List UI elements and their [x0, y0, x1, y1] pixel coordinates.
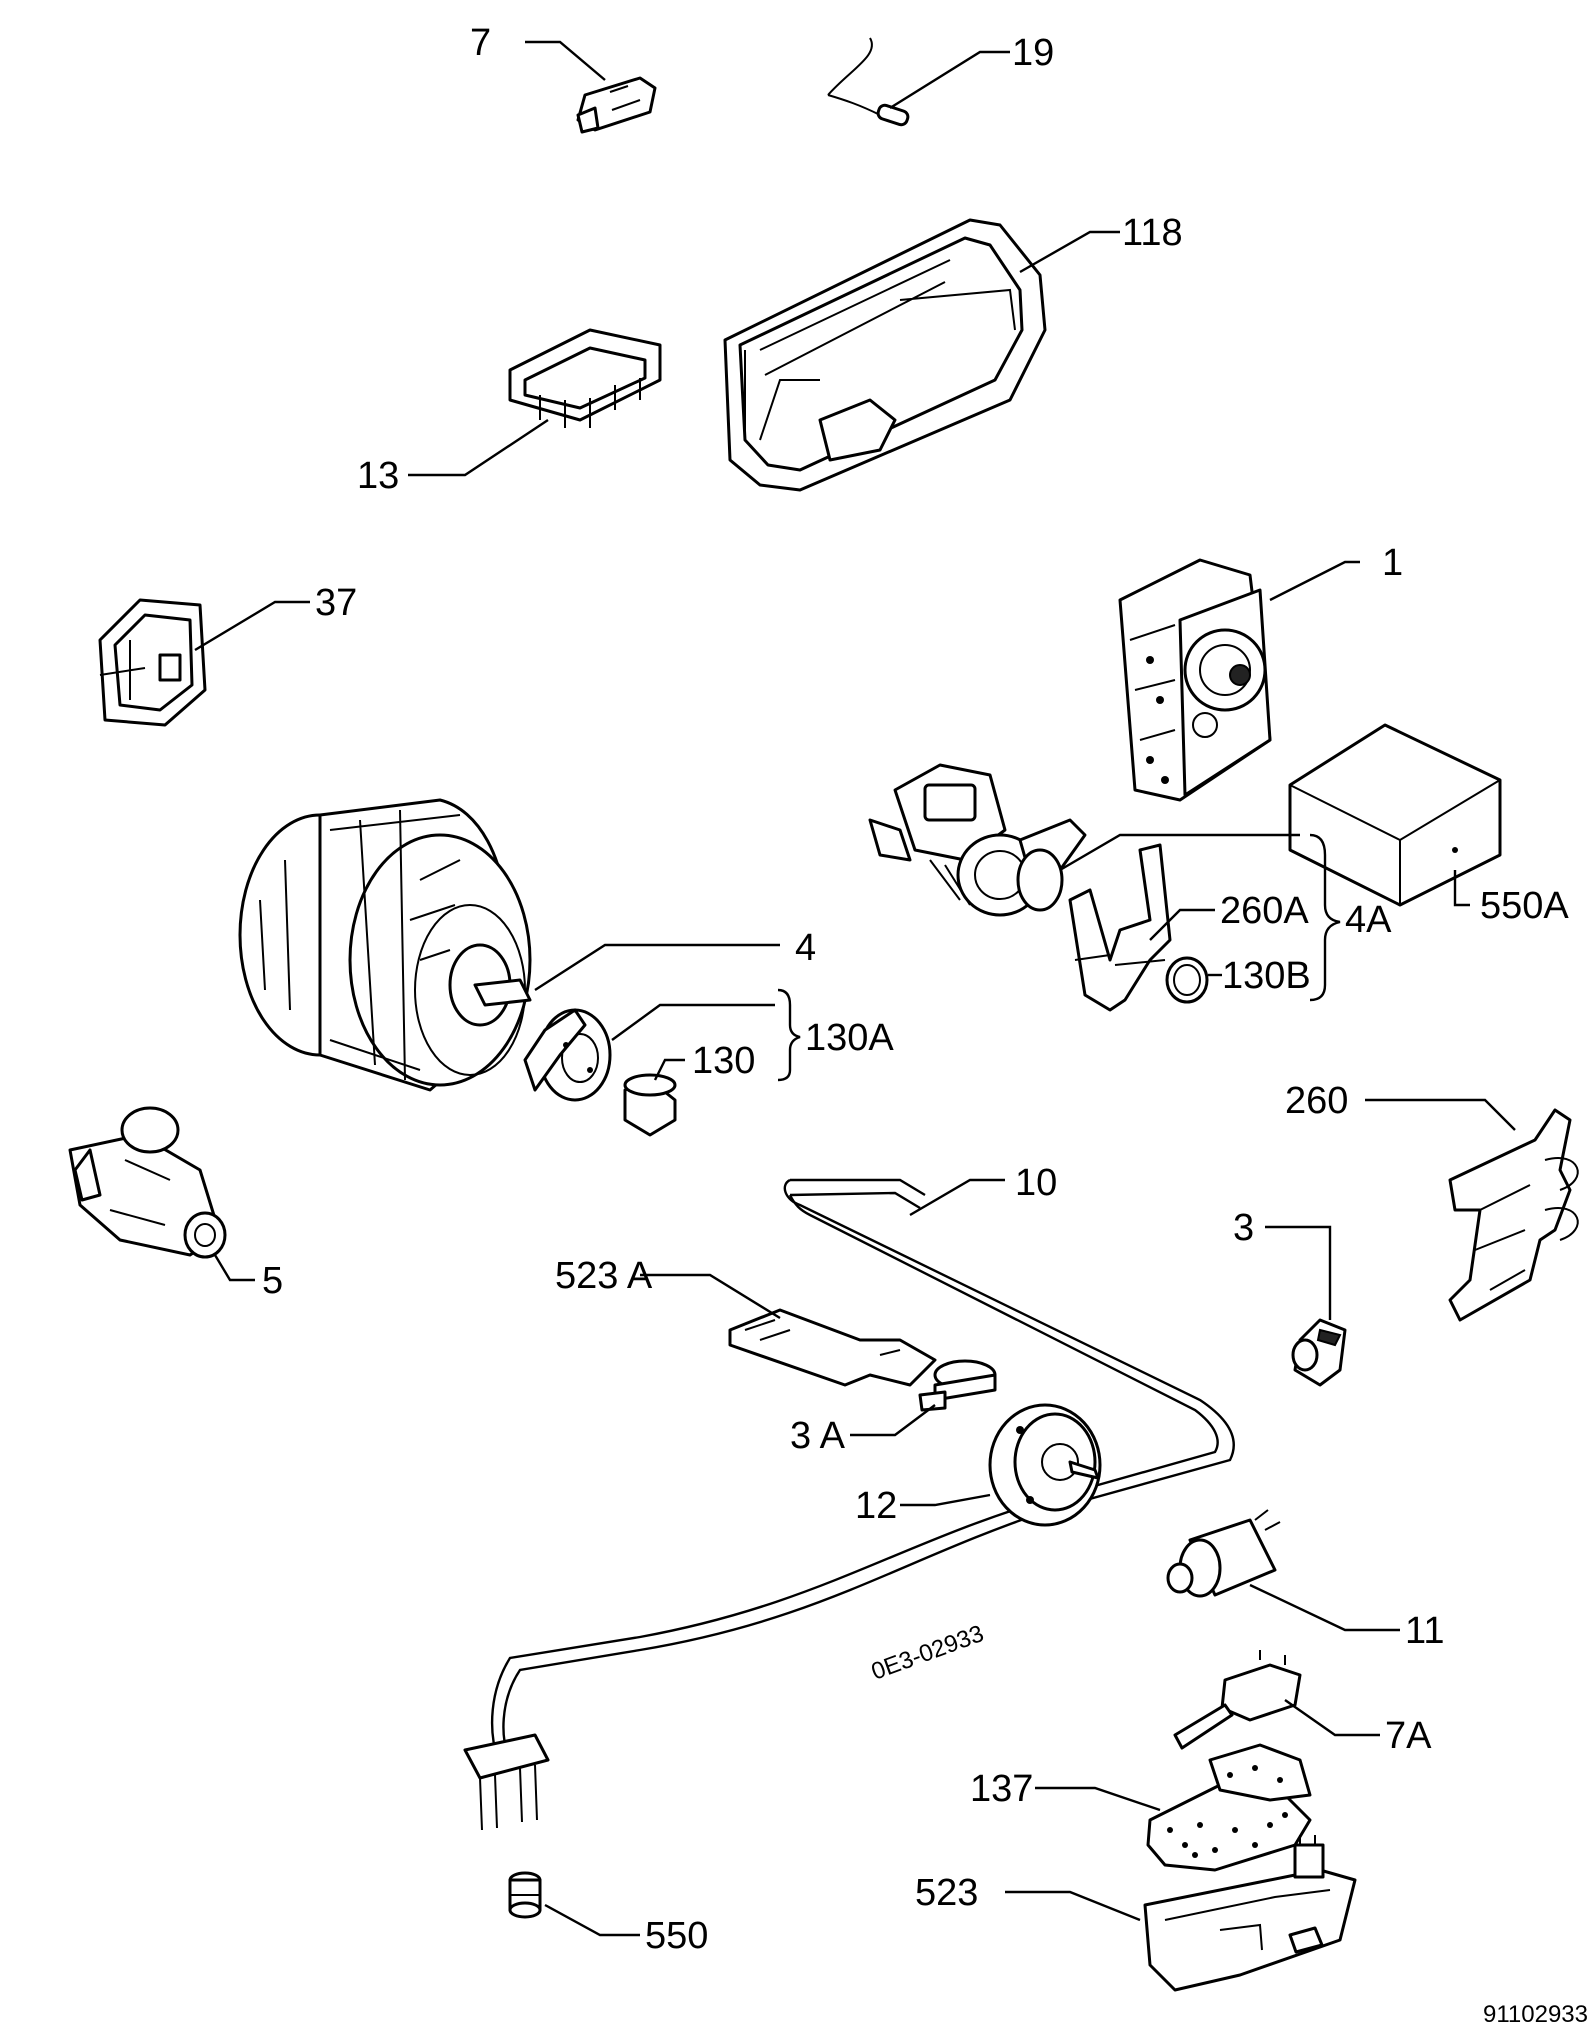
leader-260A: [1149, 908, 1215, 941]
label-130: 130: [692, 1040, 755, 1082]
part-19-sensor: [827, 37, 910, 127]
part-118-dispenser: [723, 218, 1047, 492]
leader-523: [1005, 1890, 1141, 1922]
part-130A-bearing: [523, 1008, 612, 1102]
part-11-capacitor: [1166, 1509, 1281, 1598]
label-550: 550: [645, 1915, 708, 1957]
leader-37: [194, 600, 310, 652]
part-7A-microswitch: [1173, 1650, 1302, 1750]
label-10: 10: [1015, 1162, 1057, 1204]
part-523-tray: [1143, 1835, 1357, 1992]
label-137: 137: [970, 1768, 1033, 1810]
label-118: 118: [1122, 212, 1183, 254]
part-4-motor: [238, 798, 532, 1092]
leader-550: [544, 1903, 640, 1937]
leader-7A: [1284, 1699, 1380, 1737]
leader-523A: [640, 1273, 781, 1320]
label-3A: 3 A: [790, 1415, 846, 1457]
leader-550A: [1453, 870, 1470, 907]
label-19: 19: [1012, 32, 1054, 74]
label-523: 523: [915, 1872, 978, 1914]
leader-5: [213, 1254, 255, 1282]
part-5-valve: [68, 1106, 227, 1259]
part-37-housing: [98, 598, 207, 727]
label-260: 260: [1285, 1080, 1348, 1122]
label-11: 11: [1405, 1610, 1444, 1652]
label-3: 3: [1233, 1207, 1254, 1249]
label-7: 7: [470, 22, 491, 64]
leader-11: [1249, 1583, 1400, 1632]
leader-130A: [611, 1003, 775, 1041]
label-130B: 130B: [1222, 955, 1311, 997]
part-1-timer: [1118, 558, 1272, 802]
leader-1: [1269, 560, 1360, 602]
leader-118: [1019, 230, 1120, 274]
part-260A-bracket: [1068, 843, 1172, 1012]
label-260A: 260A: [1220, 890, 1309, 932]
part-130-bush: [623, 1073, 677, 1137]
leader-13: [408, 418, 549, 477]
leader-4: [534, 943, 780, 992]
leader-7: [525, 40, 606, 81]
label-1: 1: [1382, 542, 1403, 584]
leader-10: [909, 1178, 1005, 1217]
brace-130A: [777, 988, 801, 1082]
part-3-switch: [1291, 1318, 1347, 1387]
leader-3A: [850, 1404, 936, 1437]
label-37: 37: [315, 582, 357, 624]
pipe-marking: 0E3-02933: [868, 1620, 988, 1686]
part-130B-oring: [1165, 956, 1209, 1004]
label-7A: 7A: [1385, 1715, 1432, 1757]
part-550A-box: [1288, 723, 1502, 907]
part-137-filter: [1146, 1743, 1312, 1872]
leader-137: [1035, 1786, 1161, 1812]
leader-130: [653, 1058, 685, 1081]
leader-4A-pump: [1059, 833, 1300, 872]
label-550A: 550A: [1480, 885, 1569, 927]
part-3A-thermostat: [918, 1359, 997, 1412]
label-4: 4: [795, 927, 816, 969]
label-523A: 523 A: [555, 1255, 653, 1297]
part-12-pressure-switch: [988, 1403, 1102, 1527]
label-4A: 4A: [1345, 899, 1392, 941]
part-550-grommet: [508, 1871, 542, 1919]
part-13-switch: [508, 328, 662, 428]
leader-260: [1365, 1098, 1516, 1131]
brace-4A: [1309, 833, 1341, 1002]
part-260-bracket: [1448, 1108, 1579, 1322]
label-12: 12: [855, 1485, 897, 1527]
part-523A-plate: [728, 1308, 937, 1387]
label-13: 13: [357, 455, 399, 497]
part-7-connector: [576, 76, 657, 134]
leader-12: [900, 1493, 991, 1507]
leader-3: [1265, 1225, 1332, 1320]
leader-19: [889, 50, 1010, 110]
document-number: 91102933: [1483, 2001, 1588, 2028]
label-130A: 130A: [805, 1017, 894, 1059]
label-5: 5: [262, 1260, 283, 1302]
part-4A-pump: [868, 763, 1087, 917]
